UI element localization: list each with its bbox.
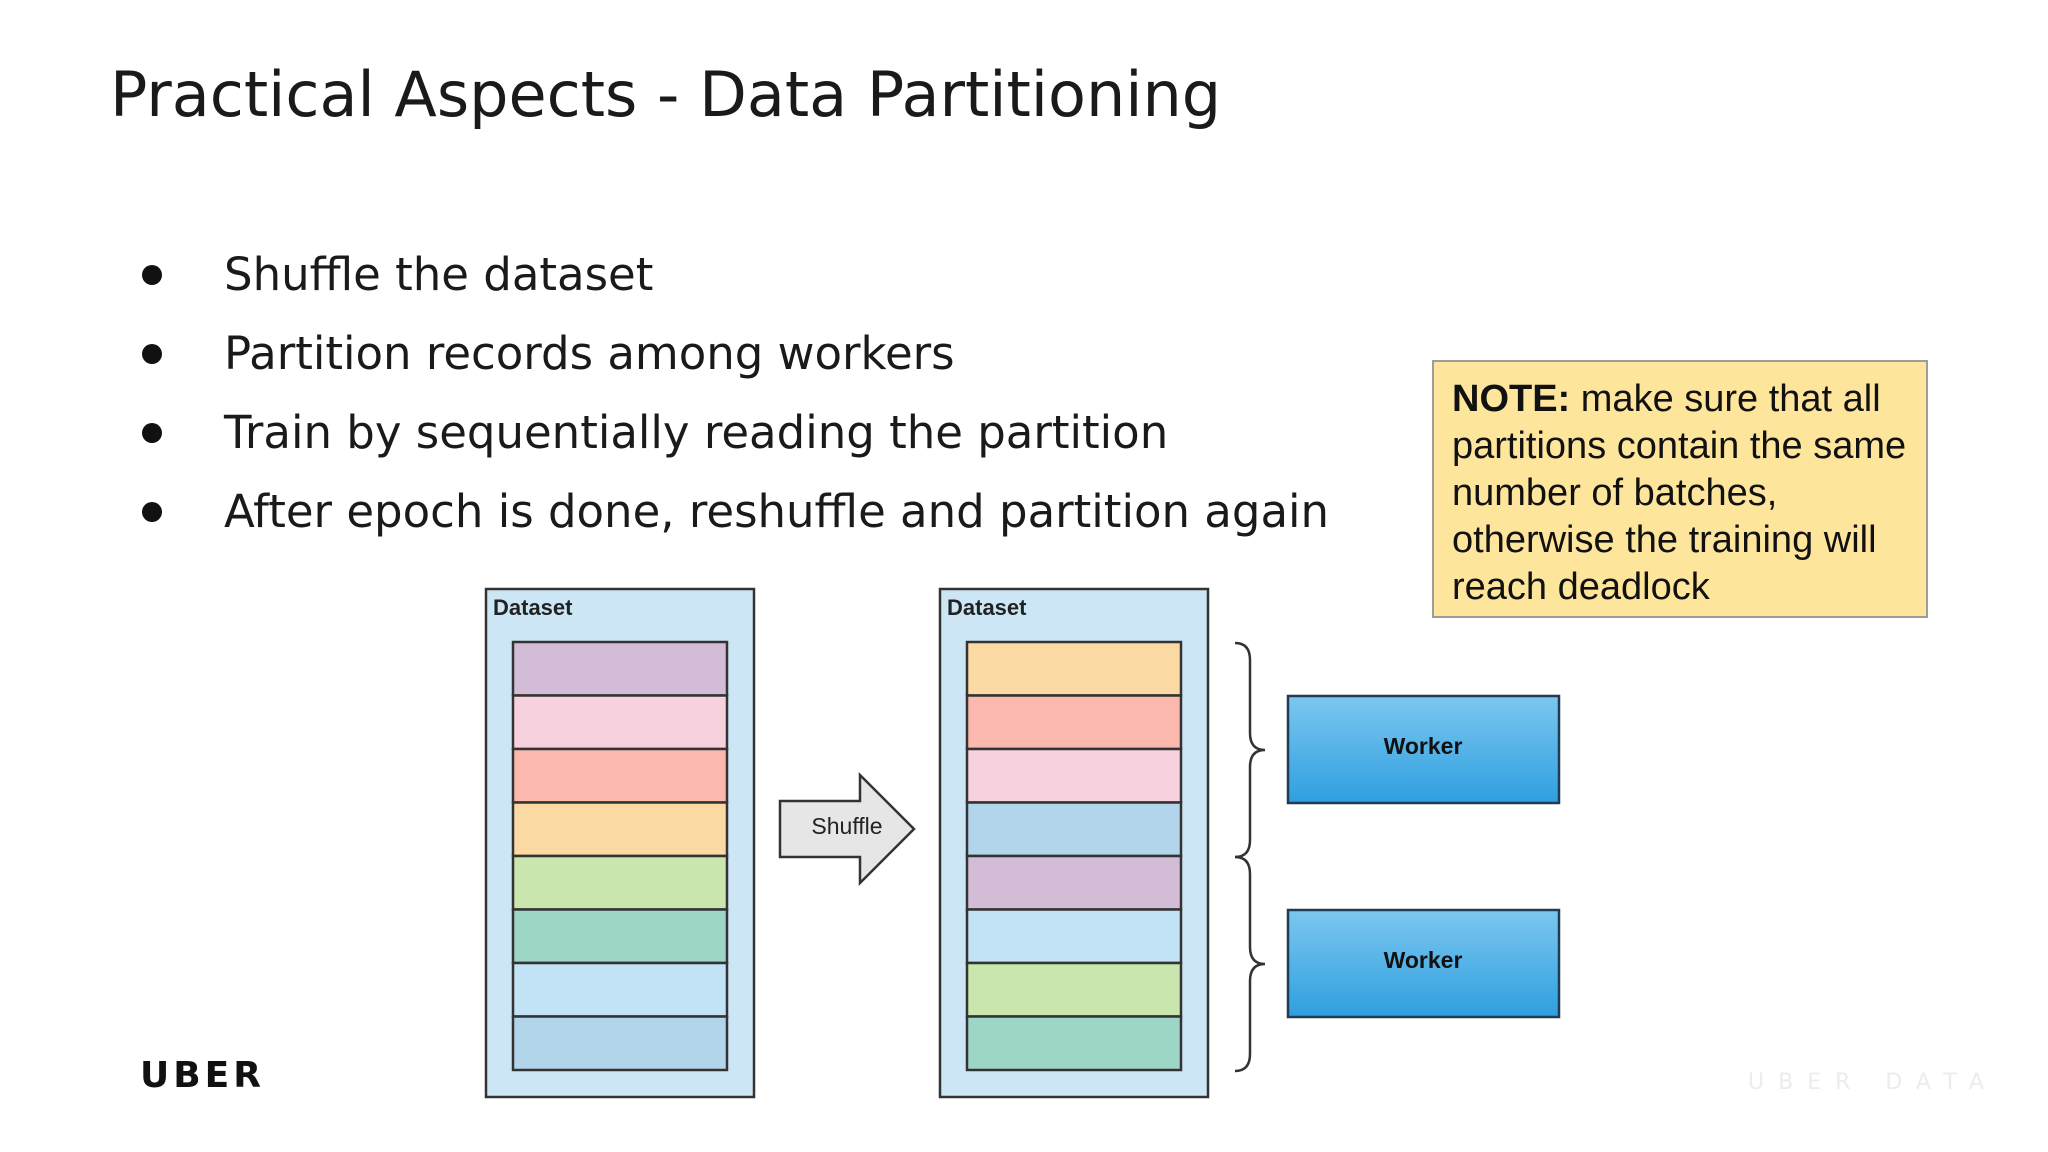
- uber-data-watermark: UBER DATA: [1748, 1070, 1999, 1095]
- bullet-dot-icon: [142, 422, 162, 443]
- dataset-shuffled-label: Dataset: [947, 595, 1027, 620]
- worker-label-1: Worker: [1384, 733, 1463, 759]
- note-text: make sure that all partitions contain th…: [1452, 378, 1907, 608]
- shuffle-label: Shuffle: [811, 813, 882, 839]
- dataset-shuffled-row-4: [965, 801, 1183, 858]
- dataset-shuffled-row-5: [965, 854, 1183, 911]
- dataset-shuffled-row-2: [965, 694, 1183, 751]
- dataset-original-rows: [511, 640, 729, 1072]
- dataset-original-row-5: [511, 854, 729, 911]
- dataset-shuffled-row-1: [965, 640, 1183, 697]
- dataset-original-row-3: [511, 747, 729, 804]
- bullet-item: Shuffle the dataset: [134, 235, 1329, 314]
- worker-box-2: [1286, 908, 1561, 1019]
- bullet-dot-icon: [142, 264, 162, 285]
- worker-box-1: [1286, 694, 1561, 805]
- bullet-text: Train by sequentially reading the partit…: [224, 406, 1169, 459]
- dataset-shuffled-row-6: [965, 908, 1183, 965]
- bullet-text: After epoch is done, reshuffle and parti…: [224, 485, 1330, 538]
- brace-bottom-icon: [1234, 855, 1266, 1073]
- dataset-original-row-8: [511, 1015, 729, 1072]
- shuffle-arrow-icon: [778, 771, 916, 887]
- brace-top-icon: [1234, 641, 1266, 859]
- bullet-dot-icon: [142, 343, 162, 364]
- dataset-original-label: Dataset: [493, 595, 573, 620]
- note-box: NOTE: make sure that all partitions cont…: [1432, 360, 1928, 618]
- uber-logo: UBER: [140, 1055, 265, 1096]
- dataset-shuffled-rows: [965, 640, 1183, 1072]
- dataset-original-row-6: [511, 908, 729, 965]
- bullet-item: After epoch is done, reshuffle and parti…: [134, 472, 1329, 551]
- dataset-original-row-2: [511, 694, 729, 751]
- worker-label-2: Worker: [1384, 947, 1463, 973]
- dataset-original-row-7: [511, 961, 729, 1018]
- dataset-shuffled-row-3: [965, 747, 1183, 804]
- bullet-item: Partition records among workers: [134, 314, 1329, 393]
- bullet-list: Shuffle the dataset Partition records am…: [134, 235, 1329, 551]
- bullet-item: Train by sequentially reading the partit…: [134, 393, 1329, 472]
- bullet-text: Partition records among workers: [224, 327, 955, 380]
- bullet-dot-icon: [142, 501, 162, 522]
- dataset-original-row-1: [511, 640, 729, 697]
- dataset-shuffled-row-8: [965, 1015, 1183, 1072]
- slide-title: Practical Aspects - Data Partitioning: [110, 58, 1222, 131]
- bullet-text: Shuffle the dataset: [224, 248, 654, 301]
- dataset-shuffled-row-7: [965, 961, 1183, 1018]
- note-label: NOTE:: [1452, 378, 1571, 420]
- dataset-original-row-4: [511, 801, 729, 858]
